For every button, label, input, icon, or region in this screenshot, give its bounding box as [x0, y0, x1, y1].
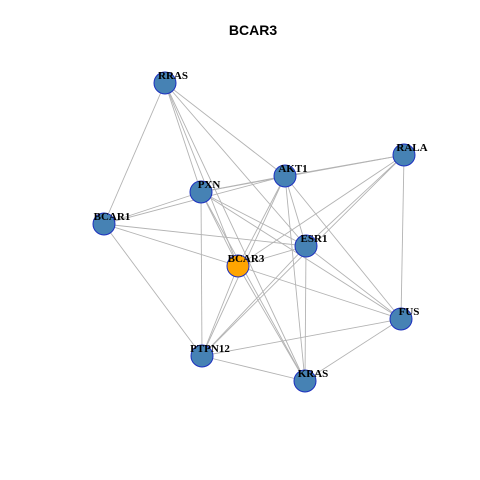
node-bcar1: BCAR1 — [92, 211, 131, 236]
node-bcar3: BCAR3 — [226, 253, 265, 278]
edge-bcar3-ptpn12 — [201, 265, 239, 357]
node-label-kras: KRAS — [298, 368, 329, 380]
edge-rala-esr1 — [305, 154, 405, 247]
node-label-ptpn12: PTPN12 — [190, 343, 230, 355]
edge-bcar1-bcar3 — [103, 223, 239, 267]
edge-esr1-bcar3 — [237, 245, 307, 267]
edge-akt1-bcar3 — [237, 175, 286, 267]
node-rras: RRAS — [153, 70, 188, 95]
edge-bcar1-esr1 — [103, 223, 307, 247]
node-kras: KRAS — [293, 368, 329, 393]
edge-rala-bcar3 — [237, 154, 405, 267]
edge-pxn-kras — [200, 191, 306, 382]
node-label-pxn: PXN — [198, 179, 221, 191]
node-rala: RALA — [392, 142, 428, 167]
edge-pxn-esr1 — [200, 191, 307, 247]
edge-rala-fus — [400, 154, 405, 320]
node-ptpn12: PTPN12 — [190, 343, 230, 368]
graph-title: BCAR3 — [229, 22, 277, 38]
edge-esr1-fus — [305, 245, 402, 320]
node-circle-rras — [153, 71, 177, 95]
node-label-akt1: AKT1 — [278, 163, 307, 175]
node-label-bcar1: BCAR1 — [94, 211, 131, 223]
edge-bcar3-fus — [237, 265, 402, 320]
node-fus: FUS — [389, 306, 420, 331]
edge-ptpn12-kras — [201, 355, 306, 382]
node-circle-bcar3 — [226, 254, 250, 278]
edge-rras-bcar3 — [164, 82, 239, 267]
edge-layer — [103, 82, 405, 382]
node-label-esr1: ESR1 — [301, 233, 328, 245]
edge-akt1-esr1 — [284, 175, 307, 247]
node-esr1: ESR1 — [294, 233, 328, 258]
node-pxn: PXN — [189, 179, 221, 204]
node-circle-fus — [389, 307, 413, 331]
edge-esr1-ptpn12 — [201, 245, 307, 357]
node-label-rala: RALA — [396, 142, 427, 154]
node-circle-ptpn12 — [190, 344, 214, 368]
edge-pxn-ptpn12 — [200, 191, 203, 357]
edge-bcar1-ptpn12 — [103, 223, 203, 357]
node-circle-bcar1 — [92, 212, 116, 236]
edge-akt1-fus — [284, 175, 402, 320]
node-circle-akt1 — [273, 164, 297, 188]
node-akt1: AKT1 — [273, 163, 308, 188]
edge-akt1-kras — [284, 175, 306, 382]
edge-rras-akt1 — [164, 82, 286, 177]
node-label-rras: RRAS — [158, 70, 188, 82]
edge-bcar3-kras — [237, 265, 306, 382]
node-circle-esr1 — [294, 234, 318, 258]
node-circle-pxn — [189, 180, 213, 204]
edge-fus-kras — [304, 318, 402, 382]
edge-pxn-bcar1 — [103, 191, 202, 225]
edge-pxn-bcar3 — [200, 191, 239, 267]
edge-fus-ptpn12 — [201, 318, 402, 357]
edge-rala-pxn — [200, 154, 405, 193]
node-circle-kras — [293, 369, 317, 393]
node-label-fus: FUS — [399, 306, 420, 318]
edge-rras-bcar1 — [103, 82, 166, 225]
node-label-bcar3: BCAR3 — [228, 253, 265, 265]
edge-rras-pxn — [164, 82, 202, 193]
edge-rras-esr1 — [164, 82, 307, 247]
node-circle-rala — [392, 143, 416, 167]
edge-esr1-kras — [304, 245, 307, 382]
edge-rras-kras — [164, 82, 306, 382]
